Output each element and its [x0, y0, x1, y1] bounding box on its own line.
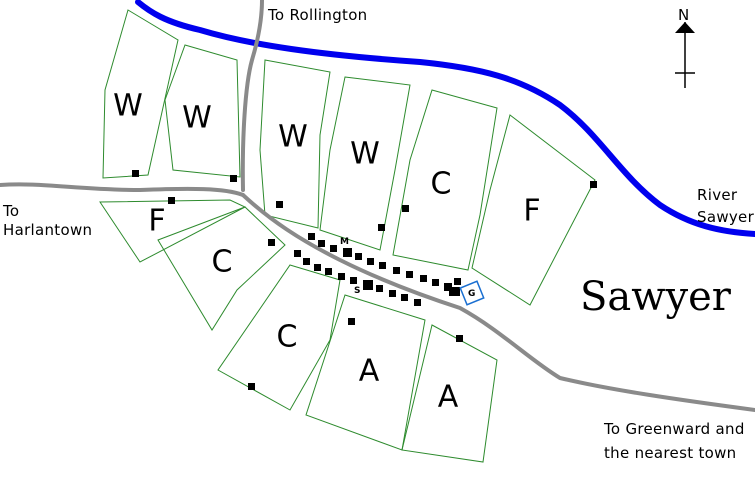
road-label-southeast-line2: the nearest town: [604, 444, 737, 462]
road-north: [240, 0, 264, 192]
buildings: [132, 170, 597, 390]
building: [168, 197, 175, 204]
building: [325, 268, 332, 275]
field-letter-w4: W: [350, 137, 380, 172]
building: [338, 273, 345, 280]
field-f1: [471, 114, 596, 306]
building: [401, 294, 408, 301]
building: [248, 383, 255, 390]
field-w3: [259, 59, 331, 229]
field-letter-f2: F: [148, 204, 165, 239]
field-letter-a2: A: [438, 380, 459, 415]
building: [230, 175, 237, 182]
building: [379, 262, 386, 269]
building: [314, 264, 321, 271]
building: [355, 253, 362, 260]
north-arrow: [675, 22, 695, 88]
field-letter-f1: F: [523, 194, 540, 229]
roads: [0, 0, 755, 412]
marker-g: G: [468, 289, 475, 299]
building: [432, 279, 439, 286]
building: [268, 239, 275, 246]
field-letter-c3: C: [277, 320, 298, 355]
building: [367, 258, 374, 265]
building: [406, 271, 413, 278]
building: [318, 240, 325, 247]
field-a2: [401, 324, 498, 463]
building: [456, 335, 463, 342]
field-letter-w2: W: [182, 101, 212, 136]
field-c2: [157, 206, 286, 331]
building: [449, 287, 460, 296]
building: [308, 233, 315, 240]
building: [132, 170, 139, 177]
fields: [99, 9, 596, 463]
river-label-line1: River: [697, 186, 738, 204]
building: [276, 201, 283, 208]
road-label-north: To Rollington: [268, 6, 368, 24]
building: [402, 205, 409, 212]
compass-label: N: [678, 6, 690, 24]
field-letter-a1: A: [359, 354, 380, 389]
building: [294, 250, 301, 257]
building: [350, 277, 357, 284]
building: [393, 267, 400, 274]
field-w4: [319, 76, 411, 251]
river-sawyer: [135, 0, 755, 237]
marker-s: S: [354, 286, 360, 296]
field-w2: [164, 44, 241, 178]
marker-g-box: [459, 280, 485, 306]
road-west: [0, 182, 245, 197]
field-c1: [392, 89, 498, 271]
building: [363, 280, 373, 290]
building: [343, 248, 352, 257]
town-name: Sawyer: [580, 274, 731, 320]
road-label-west: To Harlantown: [3, 202, 93, 239]
building: [348, 318, 355, 325]
road-label-southeast-line1: To Greenward and: [604, 420, 745, 438]
building: [444, 283, 452, 291]
building: [378, 224, 385, 231]
field-letter-w3: W: [278, 120, 308, 155]
building: [389, 290, 396, 297]
road-main: [241, 193, 755, 412]
building: [376, 285, 383, 292]
field-w1: [102, 9, 179, 179]
building: [454, 278, 461, 285]
building: [414, 299, 421, 306]
building: [590, 181, 597, 188]
field-letter-w1: W: [113, 89, 143, 124]
building: [420, 275, 427, 282]
building: [303, 258, 310, 265]
marker-m: M: [340, 237, 349, 247]
building: [330, 245, 337, 252]
river-label-line2: Sawyer: [697, 208, 755, 226]
field-c3: [217, 264, 341, 411]
field-letter-c2: C: [212, 245, 233, 280]
field-letter-c1: C: [431, 167, 452, 202]
